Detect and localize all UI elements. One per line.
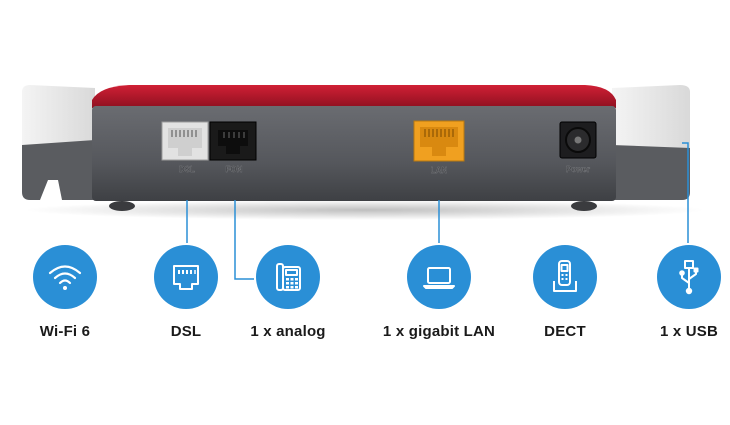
router-left-cap bbox=[22, 85, 95, 200]
feature-label: 1 x analog bbox=[250, 323, 326, 340]
port-label-lan: LAN bbox=[431, 166, 448, 175]
desk-phone-icon bbox=[256, 245, 320, 309]
usb-icon bbox=[657, 245, 721, 309]
router-right-cap bbox=[612, 85, 690, 200]
port-label-fon: FON bbox=[226, 165, 243, 174]
laptop-icon bbox=[407, 245, 471, 309]
feature-usb: 1 x USB bbox=[619, 245, 730, 340]
feature-analog: 1 x analog bbox=[218, 245, 358, 340]
ethernet-port-icon bbox=[154, 245, 218, 309]
port-label-power: Power bbox=[566, 165, 590, 174]
fon-port bbox=[209, 121, 257, 161]
feature-label: DECT bbox=[544, 323, 586, 340]
power-jack bbox=[559, 121, 597, 159]
wifi-icon bbox=[33, 245, 97, 309]
feature-dsl: DSL bbox=[116, 245, 256, 340]
router-red-top bbox=[92, 85, 616, 108]
feature-wifi: Wi-Fi 6 bbox=[0, 245, 135, 340]
dsl-port bbox=[161, 121, 209, 161]
cordless-phone-icon bbox=[533, 245, 597, 309]
port-label-dsl: DSL bbox=[179, 165, 195, 174]
feature-label: Wi-Fi 6 bbox=[39, 323, 91, 340]
router-back-view: DSL FON LAN Power bbox=[22, 85, 705, 220]
feature-label: 1 x USB bbox=[659, 323, 719, 340]
feature-label: DSL bbox=[170, 323, 202, 340]
connector-analog bbox=[234, 200, 254, 280]
connector-usb bbox=[682, 142, 689, 243]
feature-label: 1 x gigabit LAN bbox=[382, 323, 496, 340]
lan-port bbox=[413, 120, 465, 162]
feature-lan: 1 x gigabit LAN bbox=[369, 245, 509, 340]
feature-dect: DECT bbox=[495, 245, 635, 340]
